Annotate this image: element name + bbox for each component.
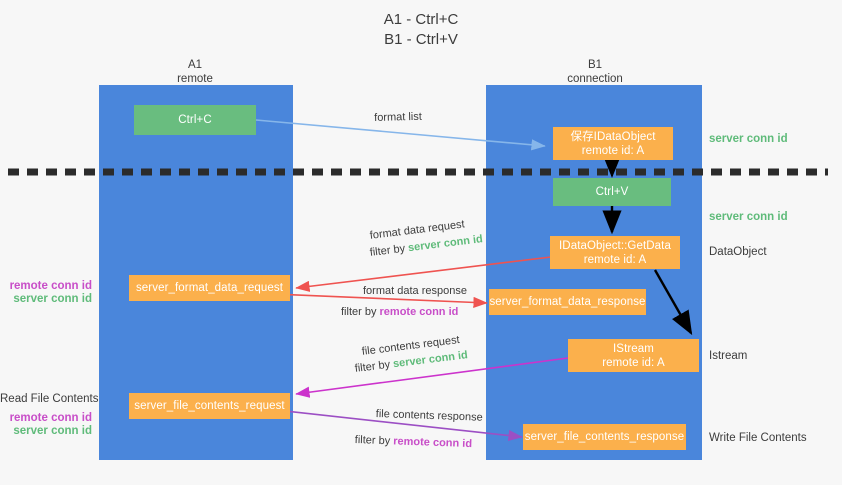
box-server-format-data-response[interactable]: server_format_data_response — [489, 289, 646, 315]
label-file-contents-response: file contents response — [375, 407, 483, 424]
column-a1-sub: remote — [177, 73, 213, 85]
note-dataobject: DataObject — [709, 246, 767, 258]
label-file-contents-request-filter-prefix: filter by — [354, 358, 394, 375]
box-istream-line1: IStream — [613, 342, 654, 355]
label-file-contents-response-filter: filter by remote conn id — [355, 433, 473, 451]
label-format-list: format list — [374, 110, 423, 124]
note-read-file-contents: Read File Contents — [0, 393, 99, 405]
box-save-idataobject-line1: 保存IDataObject — [570, 130, 656, 143]
page-title: A1 - Ctrl+C B1 - Ctrl+V — [0, 10, 842, 50]
note-server-conn-id-upper: server conn id — [13, 293, 92, 305]
label-format-data-response-filter-prefix: filter by — [341, 306, 380, 318]
label-format-data-response-filter-key: remote conn id — [379, 306, 459, 318]
column-b1-sub: connection — [567, 73, 623, 85]
label-format-data-request-filter-prefix: filter by — [369, 242, 409, 259]
box-server-file-contents-request[interactable]: server_file_contents_request — [129, 393, 290, 419]
note-server-conn-id-lower: server conn id — [13, 425, 92, 437]
box-server-file-contents-request-label: server_file_contents_request — [134, 400, 285, 412]
column-header-b1: B1 connection — [520, 58, 670, 86]
box-getdata-line1: IDataObject::GetData — [559, 239, 671, 252]
box-server-format-data-response-label: server_format_data_response — [489, 296, 646, 308]
box-server-file-contents-response[interactable]: server_file_contents_response — [523, 424, 686, 450]
note-server-conn-id-second: server conn id — [709, 211, 788, 223]
box-istream-line2: remote id: A — [602, 356, 665, 369]
box-ctrl-c[interactable]: Ctrl+C — [134, 105, 256, 135]
title-line-1: A1 - Ctrl+C — [383, 11, 459, 28]
box-istream[interactable]: IStream remote id: A — [568, 339, 699, 372]
box-server-format-data-request-label: server_format_data_request — [135, 282, 284, 294]
note-server-conn-id-top: server conn id — [709, 133, 788, 145]
box-ctrl-v-label: Ctrl+V — [595, 186, 629, 198]
box-getdata[interactable]: IDataObject::GetData remote id: A — [550, 236, 680, 269]
box-server-file-contents-response-label: server_file_contents_response — [524, 431, 685, 443]
title-line-2: B1 - Ctrl+V — [384, 31, 458, 48]
column-header-a1: A1 remote — [120, 58, 270, 86]
label-format-data-response: format data response — [363, 285, 467, 297]
box-server-format-data-request[interactable]: server_format_data_request — [129, 275, 290, 301]
box-getdata-line2: remote id: A — [583, 253, 647, 266]
box-save-idataobject-line2: remote id: A — [581, 144, 645, 157]
label-file-contents-response-filter-prefix: filter by — [354, 433, 394, 448]
note-write-file-contents: Write File Contents — [709, 432, 807, 444]
label-format-data-response-filter: filter by remote conn id — [341, 305, 458, 319]
label-file-contents-response-filter-key: remote conn id — [393, 435, 473, 451]
note-remote-conn-id-lower: remote conn id — [9, 412, 92, 424]
column-a1-name: A1 — [187, 59, 203, 71]
box-ctrl-c-label: Ctrl+C — [178, 114, 212, 126]
box-save-idataobject[interactable]: 保存IDataObject remote id: A — [553, 127, 673, 160]
box-ctrl-v[interactable]: Ctrl+V — [553, 178, 671, 206]
note-remote-conn-id-upper: remote conn id — [9, 280, 92, 292]
column-b1-name: B1 — [587, 59, 603, 71]
note-istream: Istream — [709, 350, 748, 362]
